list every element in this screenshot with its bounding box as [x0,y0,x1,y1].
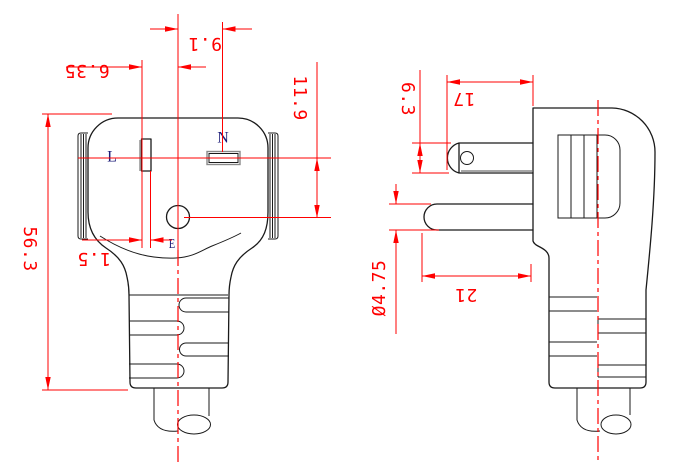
side-rib-panel [557,134,621,219]
side-grip-slot-3 [549,341,597,357]
dim-21-text: 21 [455,284,478,305]
dim-earth-drop: 11.9 [289,62,320,218]
front-view-dimensions: 9.1 6.35 1.5 56.3 [19,14,331,462]
dim-9-1-text: 9.1 [188,33,222,54]
front-cable [153,388,210,432]
dim-4-75-text: Ø4.75 [369,260,390,317]
dim-overall-height: 56.3 [19,113,128,391]
dim-6-3-text: 6.3 [397,82,418,116]
side-grip-slot-2 [597,318,646,334]
dim-line-offset: 6.35 [64,60,206,81]
dim-blade-thickness: 1.5 [77,237,172,269]
dim-56-3-text: 56.3 [19,226,40,271]
front-face-bottom-curve [99,232,242,259]
dim-11-9-text: 11.9 [289,75,310,120]
front-grip-slot-3 [179,342,229,357]
side-grip-slot-1 [549,296,597,312]
dim-earth-pin-diameter: Ø4.75 [369,184,439,334]
earth-label: E [169,236,175,252]
dim-1-5-text: 1.5 [77,248,111,269]
dim-17-text: 17 [453,88,476,109]
front-grip-slot-2 [129,320,185,336]
dim-earth-pin-length: 21 [421,233,532,305]
line-blade [140,138,152,172]
line-label: L [107,149,117,166]
side-grip-slot-4 [597,364,646,378]
dim-6-35-text: 6.35 [64,60,109,81]
dim-blade-height: 6.3 [397,70,451,174]
side-view [423,107,656,435]
blade-hole [460,151,474,165]
front-grip-slot-4 [129,363,185,379]
side-view-dimensions: 17 6.3 Ø4.75 21 [369,70,599,462]
neutral-label: N [217,130,229,147]
front-left-rib-tab [77,132,88,240]
front-right-rib-tab [268,132,279,240]
front-cable-end [177,414,211,435]
dim-blade-length: 17 [446,75,534,170]
front-body-outline [87,117,269,389]
dim-neutral-offset: 9.1 [150,26,252,54]
front-grip-slot-1 [178,297,229,313]
side-cable-end [600,414,632,435]
side-cable [576,388,631,432]
side-body-outline [532,107,656,389]
side-earth-pin [423,203,534,231]
